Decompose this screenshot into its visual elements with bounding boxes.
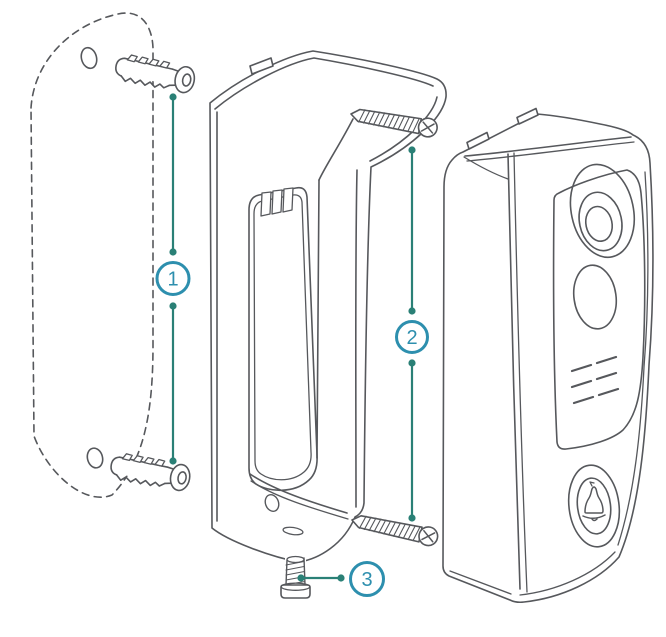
- mounting-screw-bottom: [349, 510, 441, 549]
- wall-anchor-bottom: [108, 450, 193, 493]
- bracket-right-inner-edge: [354, 169, 358, 508]
- bracket-silhouette: [209, 50, 447, 563]
- template-hole-top: [80, 46, 98, 70]
- bracket-slot: [282, 526, 304, 536]
- callout-number-2: 2: [406, 327, 417, 349]
- doorbell-silhouette: [442, 113, 654, 604]
- callout-number-1: 1: [167, 269, 178, 291]
- doorbell-button[interactable]: [564, 462, 624, 549]
- bracket-inner-wall-edge: [316, 179, 320, 459]
- bracket-hood-left-curve: [318, 118, 354, 181]
- mounting-bracket: [209, 50, 447, 563]
- bracket-bottom-rim-2: [250, 480, 349, 520]
- callout-badge-3: [349, 561, 385, 597]
- security-screw-head: [280, 584, 311, 599]
- mounting-template: [30, 12, 154, 498]
- doorbell-front-panel: [552, 169, 646, 450]
- bracket-screw-hole: [264, 494, 280, 512]
- template-outline: [30, 12, 154, 498]
- bracket-bottom-rim-1: [249, 473, 348, 514]
- doorbell-top-ridge-1: [464, 136, 632, 157]
- doorbell-bottom-edge-left: [449, 570, 512, 595]
- bracket-top-band: [214, 57, 434, 110]
- doorbell-right-chamfer: [617, 171, 649, 546]
- callout-badge-2: [395, 320, 429, 354]
- wall-anchor-top: [112, 51, 198, 96]
- bracket-clip-tab: [249, 57, 274, 75]
- template-hole-bottom: [86, 447, 104, 469]
- doorbell-corner-chamfer: [463, 156, 509, 180]
- doorbell-side-seam-1: [507, 153, 521, 590]
- doorbell-top-tabs: [466, 107, 539, 150]
- doorbell-top-ridge-2: [466, 141, 635, 162]
- bell-icon: [582, 481, 606, 522]
- bracket-notches: [260, 187, 294, 217]
- callout-badge-1: [155, 261, 191, 296]
- motion-sensor: [572, 264, 618, 330]
- doorbell-side-seam-2: [513, 152, 528, 593]
- callouts: 1 2 3: [155, 93, 429, 597]
- doorbell-bottom-edge-front: [519, 551, 616, 596]
- camera-lens: [569, 163, 636, 259]
- callout-number-3: 3: [361, 569, 372, 591]
- speaker-grille: [570, 355, 620, 405]
- doorbell: [442, 107, 654, 604]
